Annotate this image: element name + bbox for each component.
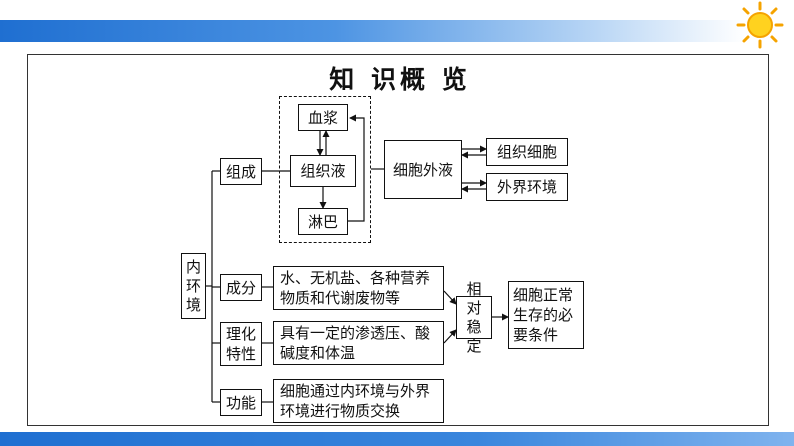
node-external-environment: 外界环境 <box>486 173 568 201</box>
root-node-inner-environment: 内环境 <box>181 253 206 319</box>
node-function: 功能 <box>220 389 262 416</box>
properties-description: 具有一定的渗透压、酸碱度和体温 <box>273 321 444 365</box>
sun-icon <box>736 1 784 49</box>
node-tissue-fluid: 组织液 <box>290 155 356 187</box>
top-decor-bar <box>0 20 745 42</box>
node-components: 成分 <box>220 274 262 301</box>
node-lymph: 淋巴 <box>298 208 348 235</box>
bottom-decor-bar <box>0 432 794 446</box>
node-physicochemical-properties: 理化特性 <box>220 322 262 366</box>
components-description: 水、无机盐、各种营养物质和代谢废物等 <box>273 266 444 310</box>
node-extracellular-fluid: 细胞外液 <box>384 140 462 199</box>
function-description: 细胞通过内环境与外界环境进行物质交换 <box>273 379 444 423</box>
diagram-title: 知 识概 览 <box>329 65 471 94</box>
content-frame <box>27 54 769 426</box>
node-necessary-condition: 细胞正常生存的必要条件 <box>508 281 584 349</box>
composition-group <box>279 96 371 243</box>
node-relative-stability: 相对稳定 <box>456 280 492 355</box>
node-tissue-cells: 组织细胞 <box>486 138 568 166</box>
node-composition: 组成 <box>220 158 262 185</box>
node-plasma: 血浆 <box>298 104 348 131</box>
